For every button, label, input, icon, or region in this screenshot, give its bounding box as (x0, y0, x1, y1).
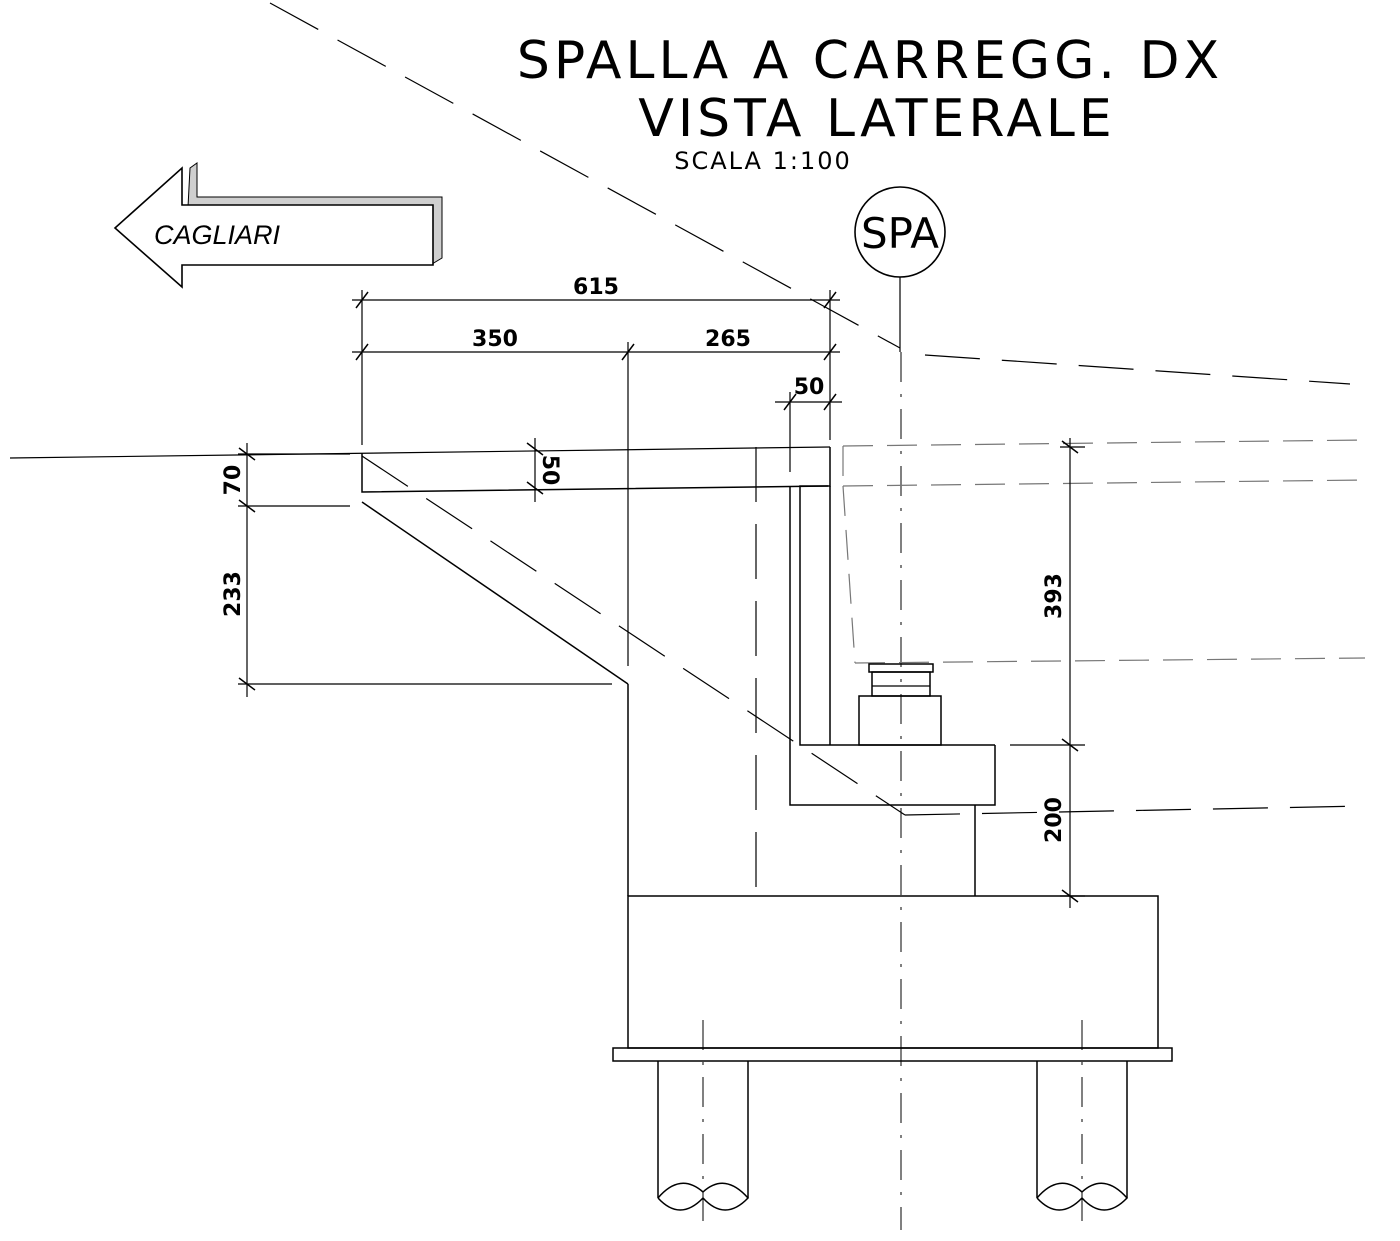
section-marker: SPA (854, 186, 946, 352)
drawing-title: SPALLA A CARREGG. DX (517, 31, 1223, 91)
blinding-layer (612, 1047, 1173, 1062)
section-marker-label: SPA (861, 209, 939, 258)
direction-label: CAGLIARI (154, 220, 281, 250)
terrain-lines (9, 2, 1366, 816)
dim-right-width: 265 (705, 327, 751, 352)
dim-left-width: 350 (472, 327, 518, 352)
dim-wall-thickness: 50 (794, 375, 825, 400)
dimension-labels: 615 350 265 50 70 233 50 393 200 (221, 275, 1067, 843)
pile-right (1036, 1020, 1129, 1230)
dim-wing-height: 233 (221, 571, 246, 617)
pile-left (657, 1020, 750, 1230)
dim-backwall-height: 393 (1042, 573, 1067, 619)
dim-seat-height: 200 (1042, 797, 1067, 843)
drawing-subtitle: VISTA LATERALE (638, 89, 1115, 149)
deck-outline (842, 439, 1366, 664)
footing (627, 895, 1159, 1049)
drawing-scale: SCALA 1:100 (674, 147, 852, 175)
dimension-lines (238, 290, 1085, 908)
dim-slab-thickness-left: 70 (221, 465, 246, 496)
abutment-structure (361, 447, 1173, 1230)
dim-slab-thickness-mid: 50 (537, 455, 562, 486)
direction-arrow: CAGLIARI (113, 162, 443, 289)
dim-total-width: 615 (573, 275, 619, 300)
arrow-left-icon (113, 166, 434, 289)
title-block: SPALLA A CARREGG. DX VISTA LATERALE SCAL… (517, 31, 1223, 175)
